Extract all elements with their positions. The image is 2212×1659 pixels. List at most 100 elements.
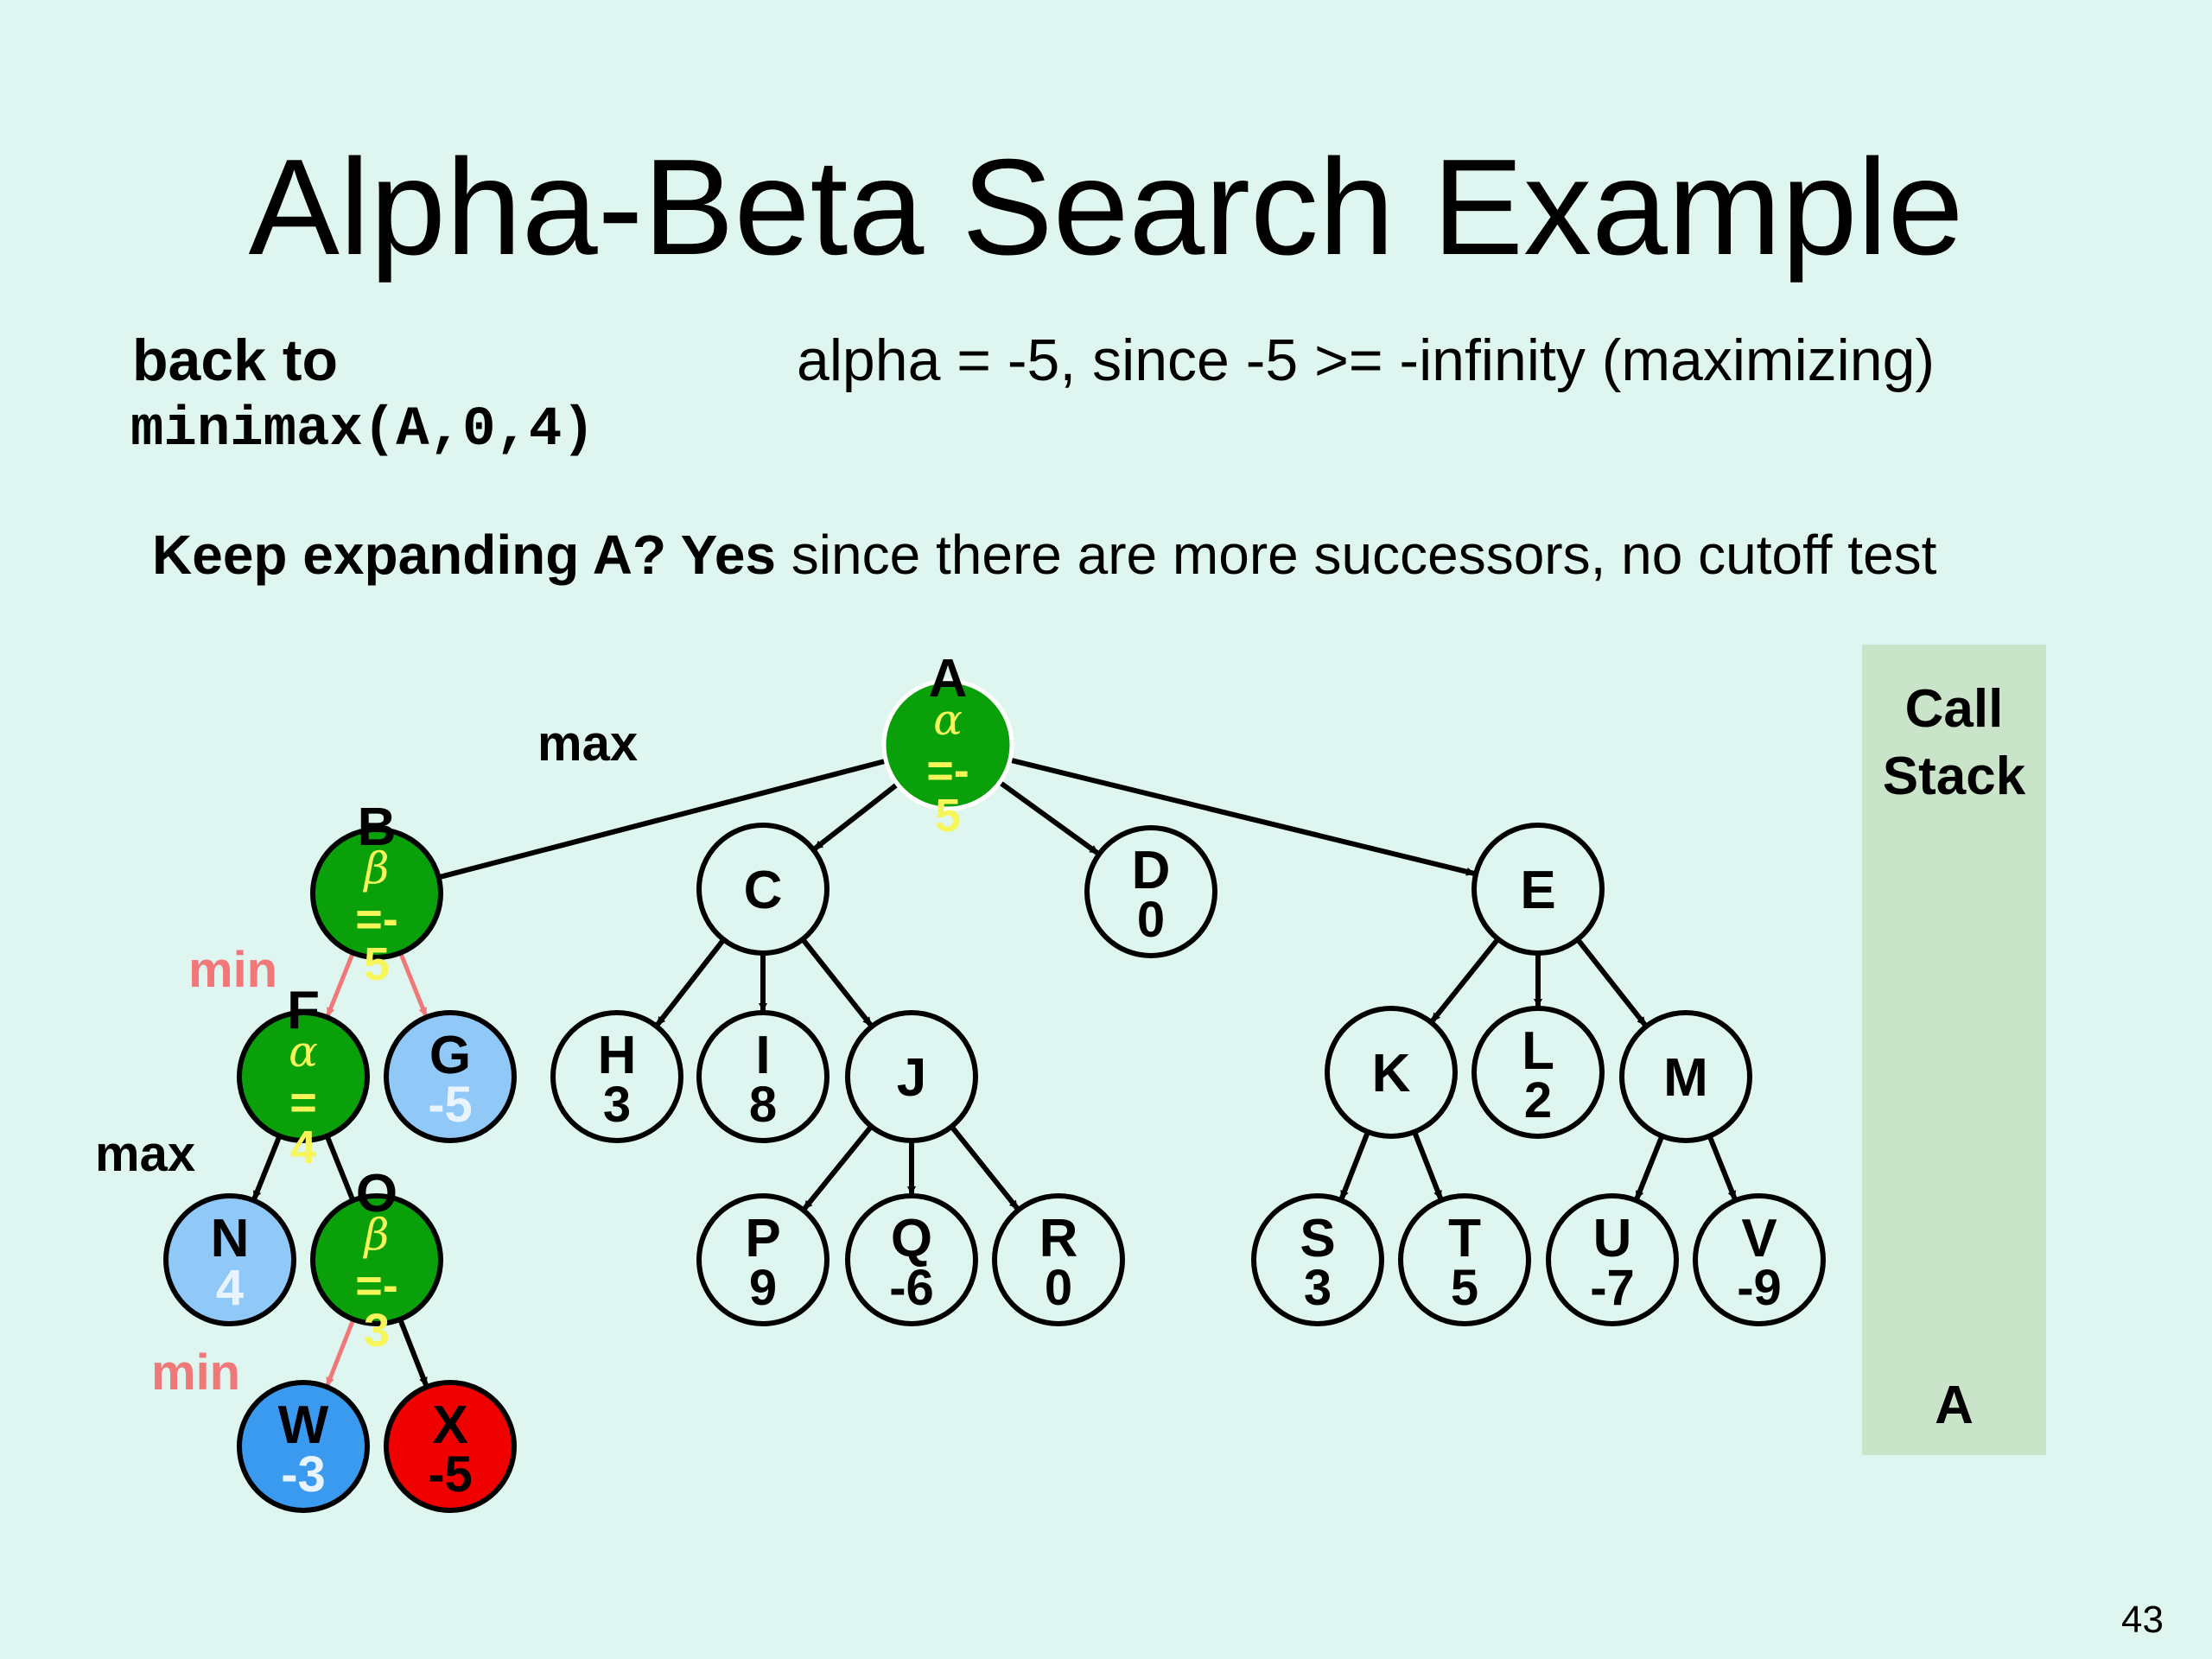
tree-node-X: X-5 — [384, 1380, 517, 1513]
tree-node-U: U-7 — [1546, 1193, 1679, 1326]
node-circle — [992, 1193, 1125, 1326]
node-name: J — [897, 1048, 926, 1108]
expansion-question-rest: since there are more successors, no cuto… — [776, 524, 1937, 586]
node-circle — [163, 1193, 296, 1326]
node-value: 8 — [749, 1077, 777, 1133]
node-circle — [881, 678, 1014, 811]
node-value: -7 — [1590, 1260, 1635, 1316]
node-name: M — [1663, 1048, 1708, 1108]
node-name: U — [1593, 1209, 1632, 1268]
edge-A-E — [1009, 757, 1476, 876]
tree-node-H: H3 — [550, 1010, 683, 1143]
bound-value: 5 — [935, 790, 961, 842]
tree-node-Q: Q-6 — [845, 1193, 978, 1326]
beta-symbol: β — [363, 843, 390, 893]
tree-node-B: Bβ=-5 — [310, 798, 443, 990]
edge-K-T — [1412, 1130, 1444, 1200]
edge-M-U — [1634, 1135, 1665, 1200]
tree-node-O: Oβ=-3 — [310, 1164, 443, 1357]
node-value: 5 — [1451, 1260, 1478, 1316]
node-circle — [696, 1010, 830, 1143]
slide-title: Alpha-Beta Search Example — [248, 131, 1964, 283]
tree-node-E: E — [1471, 823, 1605, 956]
edge-A-B — [437, 758, 887, 880]
bound-operator: = — [289, 1077, 317, 1128]
node-circle — [845, 1010, 978, 1143]
tree-node-A: Aα=-5 — [881, 649, 1014, 842]
tree-node-J: J — [845, 1010, 978, 1143]
node-name: F — [287, 981, 320, 1040]
tree-node-C: C — [696, 823, 830, 956]
call-stack-title: Call Stack — [1862, 676, 2046, 810]
node-value: 3 — [603, 1077, 631, 1133]
tree-node-G: G-5 — [384, 1010, 517, 1143]
page-number: 43 — [2121, 1599, 2164, 1641]
level-label-max-f: max — [95, 1126, 195, 1182]
node-circle — [237, 1380, 370, 1513]
tree-node-M: M — [1619, 1010, 1752, 1143]
edge-J-P — [802, 1124, 874, 1211]
expansion-question: Keep expanding A? Yes since there are mo… — [152, 520, 1936, 589]
edge-O-X — [397, 1318, 429, 1387]
edge-A-D — [998, 779, 1100, 855]
bound-value: 4 — [290, 1122, 316, 1173]
edge-F-N — [251, 1135, 283, 1200]
node-name: H — [598, 1026, 637, 1085]
bound-value: 3 — [364, 1305, 390, 1357]
back-to-label: back to — [132, 327, 339, 393]
edge-E-M — [1575, 938, 1648, 1027]
edge-C-H — [655, 938, 726, 1027]
node-circle — [237, 1010, 370, 1143]
edge-M-V — [1707, 1135, 1738, 1200]
node-name: P — [745, 1209, 780, 1268]
node-name: V — [1741, 1209, 1777, 1268]
tree-node-K: K — [1325, 1006, 1458, 1139]
node-circle — [1471, 1006, 1605, 1139]
node-value: 3 — [1304, 1260, 1332, 1316]
edge-J-R — [949, 1124, 1020, 1211]
node-circle — [384, 1010, 517, 1143]
function-call: minimax(A,0,4) — [130, 399, 595, 461]
node-circle — [1471, 823, 1605, 956]
tree-node-P: P9 — [696, 1193, 830, 1326]
node-circle — [1251, 1193, 1384, 1326]
tree-node-W: W-3 — [237, 1380, 370, 1513]
node-name: X — [432, 1395, 467, 1455]
node-circle — [310, 827, 443, 960]
node-name: Q — [891, 1209, 932, 1268]
node-value: -6 — [889, 1260, 934, 1316]
tree-node-S: S3 — [1251, 1193, 1384, 1326]
edge-K-S — [1338, 1130, 1370, 1200]
node-name: R — [1039, 1209, 1078, 1268]
edge-A-C — [813, 782, 899, 851]
bound-operator: =- — [926, 745, 969, 797]
tree-node-F: Fα=4 — [237, 981, 370, 1173]
node-value: 2 — [1524, 1072, 1552, 1128]
tree-node-V: V-9 — [1693, 1193, 1826, 1326]
node-circle — [550, 1010, 683, 1143]
node-circle — [696, 823, 830, 956]
node-value: -5 — [428, 1446, 473, 1503]
node-circle — [1693, 1193, 1826, 1326]
tree-node-L: L2 — [1471, 1006, 1605, 1139]
tree-node-T: T5 — [1398, 1193, 1531, 1326]
expansion-question-bold: Keep expanding A? Yes — [152, 524, 776, 586]
call-stack-title-line1: Call — [1904, 679, 2004, 739]
beta-symbol: β — [363, 1210, 390, 1260]
node-name: N — [211, 1209, 250, 1268]
edge-E-K — [1430, 937, 1501, 1023]
tree-node-D: D0 — [1084, 825, 1217, 958]
node-name: S — [1300, 1209, 1335, 1268]
edge-O-W — [325, 1318, 356, 1387]
tree-node-R: R0 — [992, 1193, 1125, 1326]
level-label-min-o: min — [151, 1344, 240, 1401]
node-circle — [1619, 1010, 1752, 1143]
bound-value: 5 — [364, 938, 390, 990]
edge-C-J — [800, 938, 874, 1027]
call-stack-panel: Call Stack A — [1862, 645, 2046, 1455]
node-name: T — [1448, 1209, 1481, 1268]
node-name: I — [755, 1026, 770, 1085]
